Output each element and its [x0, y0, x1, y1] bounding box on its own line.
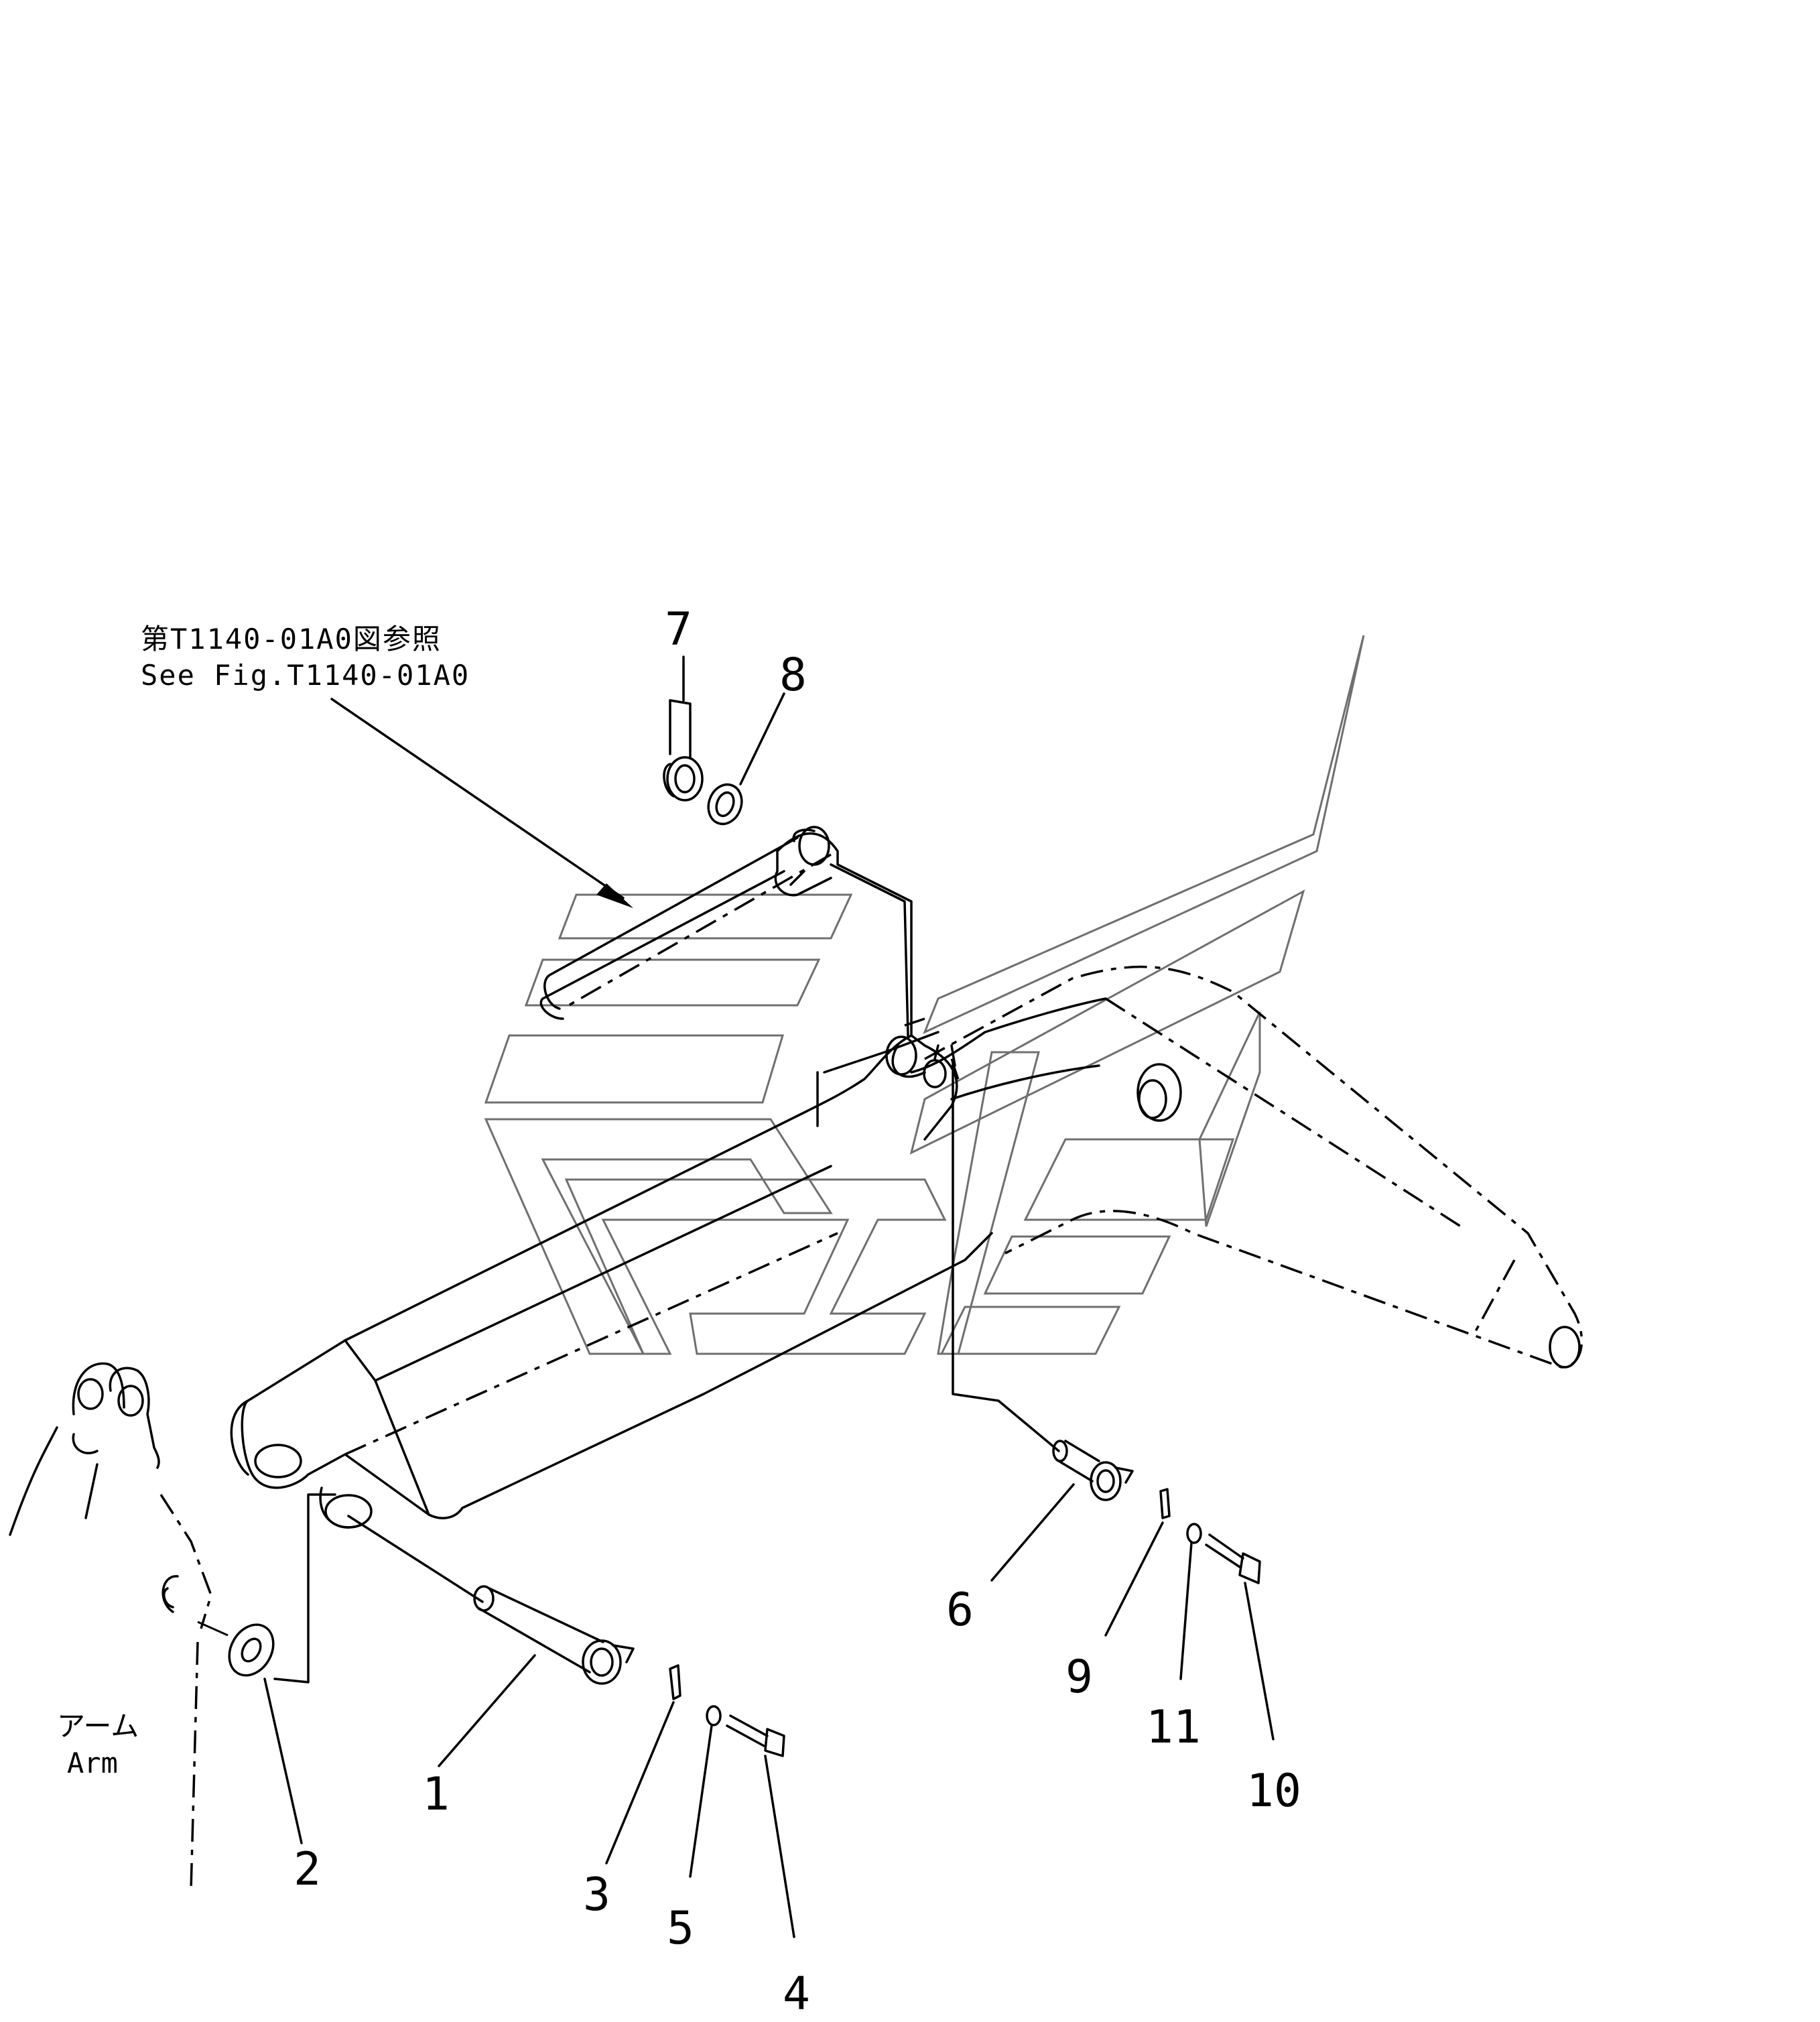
pin-part-1 — [347, 1515, 635, 1767]
reference-label-jp: 第T1140-01A0図参照 — [141, 623, 442, 655]
part-number-6: 6 — [946, 1584, 974, 1637]
bolt-group-3-4-5 — [605, 1664, 795, 1938]
part-number-4: 4 — [783, 1968, 810, 2021]
reference-label-en: See Fig.T1140-01A0 — [141, 659, 470, 692]
boom-outline-icon — [230, 832, 1583, 1529]
reference-arrow — [330, 698, 633, 908]
bolt-group-9-10-11 — [1104, 1488, 1275, 1741]
part-number-10: 10 — [1246, 1765, 1301, 1818]
part-number-1: 1 — [422, 1768, 450, 1821]
part-number-3: 3 — [583, 1869, 610, 1921]
arm-outline-icon — [9, 1362, 229, 1891]
washer-group-7-8 — [663, 655, 785, 826]
washer-part-2 — [228, 1493, 336, 1844]
pin-part-6 — [952, 1061, 1134, 1582]
part-number-8: 8 — [779, 649, 807, 702]
part-number-2: 2 — [294, 1843, 321, 1896]
arm-label-jp: アーム — [57, 1710, 139, 1743]
part-number-9: 9 — [1065, 1651, 1093, 1704]
part-number-7: 7 — [665, 603, 692, 656]
komatsu-logo-watermark-icon — [484, 635, 1365, 1355]
arm-label-en: Arm — [67, 1747, 118, 1779]
boom-cylinder — [543, 826, 947, 1088]
part-number-5: 5 — [667, 1902, 694, 1955]
part-number-11: 11 — [1146, 1701, 1201, 1754]
